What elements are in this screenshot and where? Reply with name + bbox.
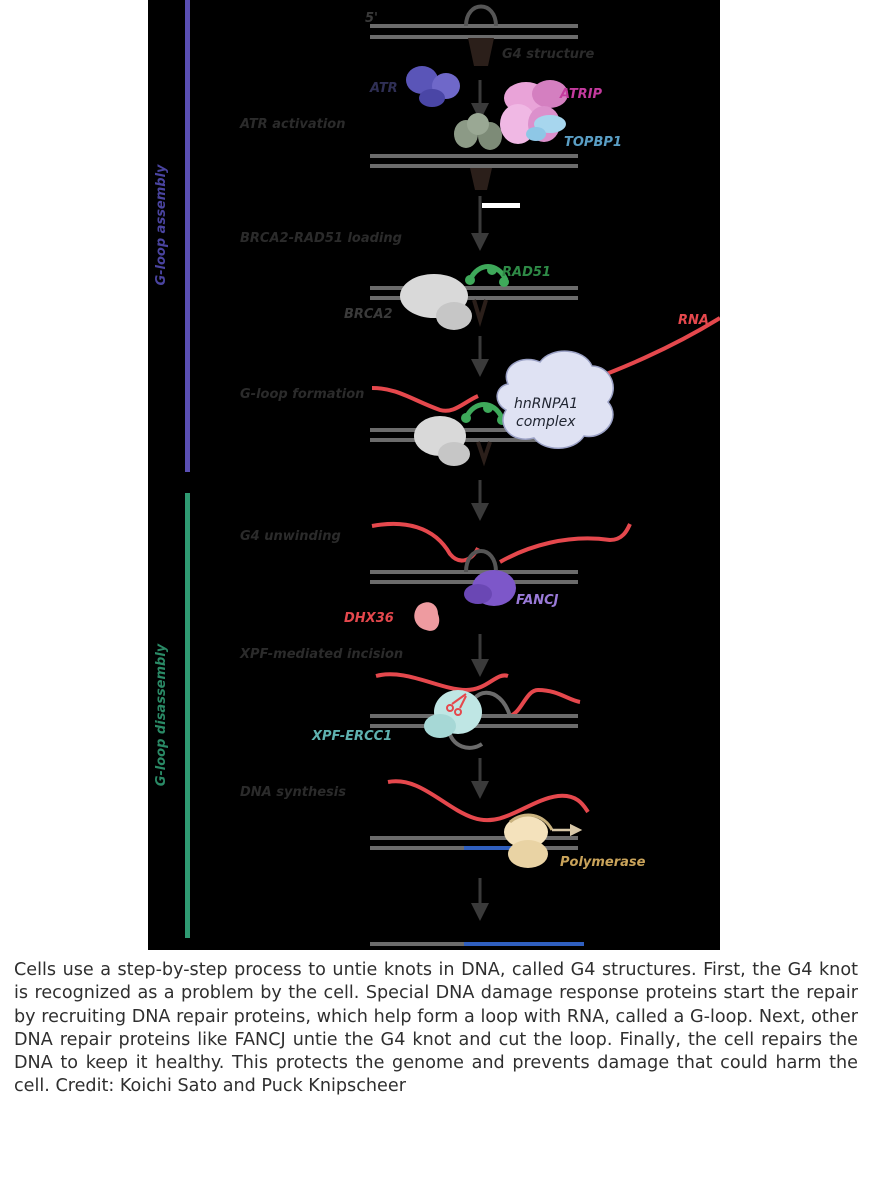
xpf-ercc1-label: XPF-ERCC1	[311, 729, 392, 744]
hnrnpa1-complex	[496, 350, 614, 449]
scissors-icon	[446, 693, 467, 716]
g4-structure	[470, 168, 492, 190]
brca2-protein	[400, 274, 472, 330]
hnrnpa1-label: hnRNPA1	[514, 396, 578, 412]
step-label: G4 unwinding	[240, 529, 341, 544]
step-label: DNA synthesis	[240, 785, 346, 800]
g4-loop	[476, 441, 492, 467]
step-label: BRCA2-RAD51 loading	[240, 231, 402, 246]
pathway-diagram: G-loop assembly G-loop disassembly 5' G4…	[154, 0, 720, 946]
topbp1-label: TOPBP1	[564, 135, 622, 150]
disassembly-phase-label: G-loop disassembly	[154, 643, 169, 786]
xpf-ercc1-nuclease	[424, 690, 482, 738]
scale-mark	[482, 203, 520, 208]
atr-label: ATR	[369, 81, 398, 96]
hnrnpa1-complex-label: complex	[516, 414, 576, 430]
g4-loop	[472, 299, 488, 327]
fancj-helicase	[464, 570, 516, 606]
rna-strand	[371, 386, 479, 413]
brca2-label: BRCA2	[344, 307, 393, 322]
pathway-figure: G-loop assembly G-loop disassembly 5' G4…	[148, 0, 720, 950]
disassembly-phase-bar	[185, 493, 190, 938]
rna-strand	[375, 672, 509, 693]
figure-caption: Cells use a step-by-step process to unti…	[14, 960, 858, 1097]
rna-label: RNA	[678, 313, 709, 328]
g4-loop	[464, 549, 498, 573]
step-label: ATR activation	[239, 117, 345, 132]
brca2-protein	[414, 416, 470, 466]
rna-strand	[387, 779, 590, 822]
g4-structure	[468, 38, 494, 66]
sensor-protein	[454, 113, 502, 150]
atr-protein	[406, 66, 460, 107]
polymerase-label: Polymerase	[560, 855, 646, 870]
dhx36-label: DHX36	[344, 611, 394, 626]
rna-strand	[499, 523, 632, 564]
polymerase-enzyme	[504, 813, 554, 868]
step-label: G-loop formation	[240, 387, 364, 402]
g4-loop	[464, 4, 498, 27]
fancj-label: FANCJ	[516, 593, 559, 608]
five-prime-label: 5'	[365, 11, 378, 26]
assembly-phase-bar	[185, 0, 190, 472]
topbp1-protein	[526, 115, 566, 141]
assembly-phase-label: G-loop assembly	[154, 164, 169, 286]
atrip-label: ATRIP	[559, 87, 603, 102]
rna-strand	[371, 521, 480, 563]
rad51-label: RAD51	[502, 265, 551, 280]
step-label: XPF-mediated incision	[239, 647, 403, 662]
rad51-filament	[465, 264, 509, 287]
step-label: G4 structure	[502, 47, 594, 62]
rna-strand	[509, 687, 581, 718]
dhx36-helicase	[414, 602, 440, 631]
